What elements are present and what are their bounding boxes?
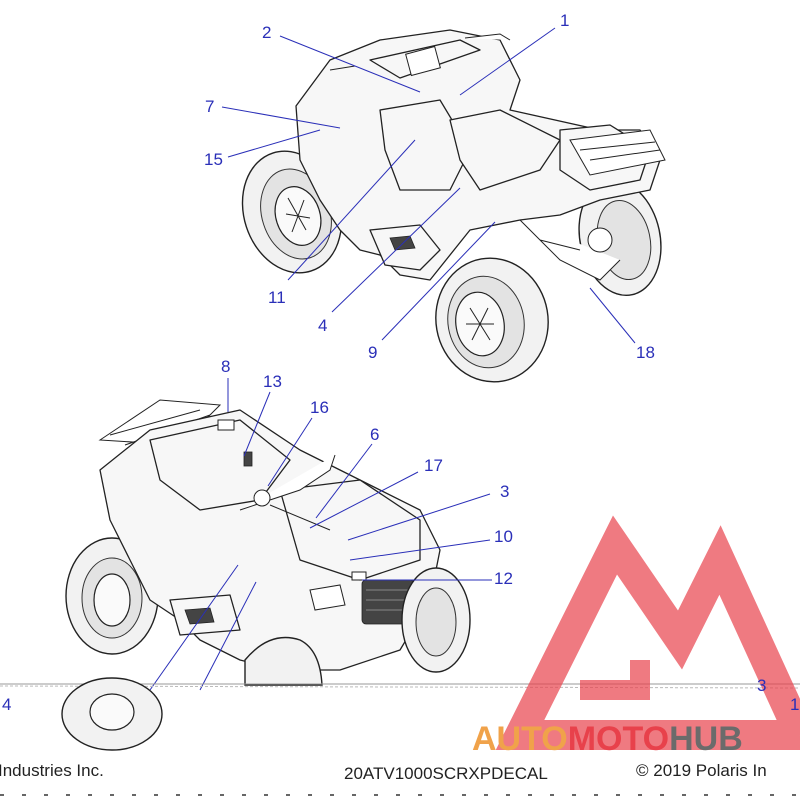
callout-4-lower: 4 <box>2 695 11 714</box>
callout-10: 10 <box>494 527 513 546</box>
watermark-moto: MOTO <box>568 720 669 758</box>
callout-3: 3 <box>500 482 509 501</box>
callout-13: 13 <box>263 372 282 391</box>
callout-labels: 1 2 7 15 11 4 9 18 8 13 16 6 17 3 10 12 … <box>2 11 799 714</box>
callout-17: 17 <box>424 456 443 475</box>
watermark-hub: HUB <box>669 720 743 758</box>
atv-front-view <box>65 399 471 686</box>
watermark-auto: AUTO <box>472 720 568 758</box>
tire-front-left <box>435 257 549 383</box>
footer-drawing-id: 20ATV1000SCRXPDECAL <box>344 764 548 783</box>
callout-18: 18 <box>636 343 655 362</box>
leaders-top <box>221 27 636 344</box>
callout-7: 7 <box>205 97 214 116</box>
callout-1-lower: 1 <box>790 695 799 714</box>
callout-16: 16 <box>310 398 329 417</box>
callout-15: 15 <box>204 150 223 169</box>
svg-text:AUTOMOTOHUB: AUTOMOTOHUB <box>472 720 743 758</box>
footer-company: Industries Inc. <box>0 761 104 780</box>
callout-11: 11 <box>268 288 286 307</box>
callout-9: 9 <box>368 343 377 362</box>
callout-2: 2 <box>262 23 271 42</box>
callout-6: 6 <box>370 425 379 444</box>
watermark-triangle-icon <box>495 515 800 750</box>
footer: Industries Inc. 20ATV1000SCRXPDECAL © 20… <box>0 761 800 796</box>
leaders-bottom <box>149 378 492 691</box>
callout-8: 8 <box>221 357 230 376</box>
tire-front-right-lower <box>401 567 471 673</box>
footer-copyright: © 2019 Polaris In <box>636 761 767 780</box>
tire-front-left-lower <box>244 636 323 686</box>
callout-3-lower: 3 <box>757 676 766 695</box>
callout-12: 12 <box>494 569 513 588</box>
callout-1: 1 <box>560 11 569 30</box>
automotohub-watermark: AUTOMOTOHUB <box>472 515 800 758</box>
atv-rear-view <box>241 29 666 383</box>
atv-lower-fragment <box>61 677 163 751</box>
callout-4: 4 <box>318 316 327 335</box>
